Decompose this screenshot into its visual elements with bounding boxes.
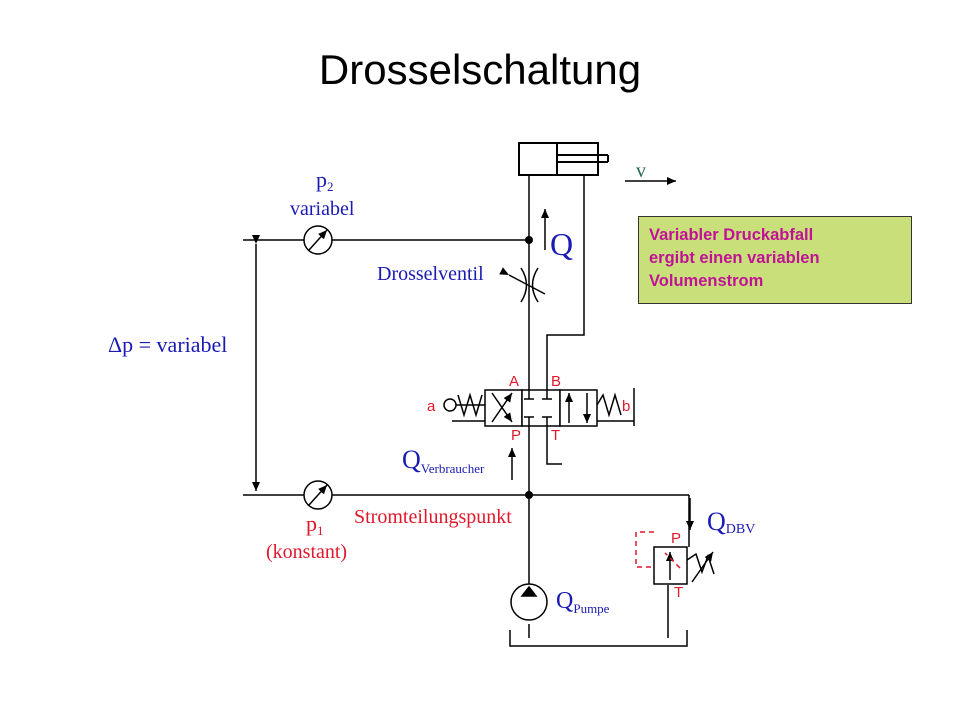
relief-flow-label: QDBV [707, 507, 755, 537]
pressure-relief-valve [653, 513, 715, 585]
flow-label-q: Q [550, 226, 573, 262]
throttle-valve-symbol [499, 267, 546, 303]
velocity-label: v [636, 160, 646, 182]
p2-description: variabel [290, 198, 355, 220]
p1-description: (konstant) [266, 541, 347, 563]
pressure-gauge-p1 [303, 480, 333, 510]
actuator-a-label: a [427, 398, 436, 415]
pump-flow-label: QPumpe [556, 588, 610, 616]
valve-port-a: A [509, 373, 519, 390]
valve-port-t: T [551, 427, 560, 444]
p2-label: p2 [316, 167, 334, 194]
info-line: Volumenstrom [649, 272, 764, 290]
pressure-gauge-p2 [303, 225, 333, 255]
delta-p-dimension [243, 235, 304, 496]
relief-port-p: P [671, 530, 681, 547]
throttle-label: Drosselventil [377, 263, 484, 285]
hydraulic-lines [332, 175, 690, 647]
valve-port-p: P [511, 427, 521, 444]
info-line: Variabler Druckabfall [649, 226, 814, 244]
info-line: ergibt einen variablen [649, 249, 820, 267]
directional-valve [443, 388, 635, 427]
p1-label: p1 [306, 511, 324, 538]
split-point-label: Stromteilungspunkt [354, 506, 512, 528]
page-title: Drosselschaltung [318, 46, 642, 93]
junction-dot-p2 [525, 236, 533, 244]
junction-dot-p1 [525, 491, 533, 499]
info-box: Variabler Druckabfall ergibt einen varia… [638, 216, 912, 304]
pilot-line [635, 531, 681, 569]
delta-p-label: Δp = variabel [108, 332, 227, 357]
actuator-b-label: b [622, 398, 630, 415]
relief-port-t: T [674, 584, 683, 601]
consumer-flow-label: QVerbraucher [402, 445, 485, 476]
hydraulic-cylinder [518, 142, 609, 176]
hydraulic-pump [510, 583, 548, 621]
valve-port-b: B [551, 373, 561, 390]
